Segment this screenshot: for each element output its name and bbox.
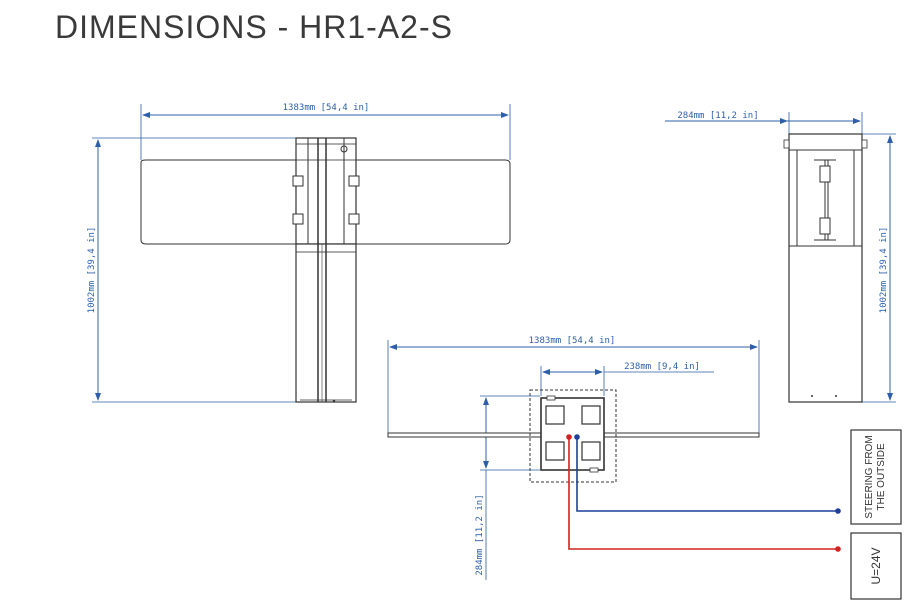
post-cell-top-right <box>581 405 601 425</box>
steering-wire <box>576 437 838 512</box>
steering-wire-start-dot <box>574 434 580 440</box>
power-label: U=24V <box>869 547 883 584</box>
steering-box: STEERING FROM THE OUTSIDE <box>850 429 902 525</box>
post-width-label: 238mm [9,4 in] <box>624 362 700 372</box>
post-cell-bottom-left <box>545 441 565 461</box>
left-arm <box>387 432 542 438</box>
steering-label-line2: THE OUTSIDE <box>876 443 887 511</box>
side-view: 284mm [11,2 in] 1002mm [39,4 in] <box>665 111 896 403</box>
power-wire <box>568 437 838 550</box>
steering-wire-end-dot <box>835 508 841 514</box>
steering-label-line1: STEERING FROM <box>864 435 875 518</box>
post-cell-bottom-right <box>581 441 601 461</box>
power-wire-start-dot <box>566 434 572 440</box>
side-height-label: 1002mm [39,4 in] <box>879 227 889 314</box>
left-wing <box>140 159 297 245</box>
screw-icon <box>340 145 348 153</box>
front-width-label: 1383mm [54,4 in] <box>283 103 370 113</box>
front-view: 1383mm [54,4 in] 1002mm [39,4 in] <box>87 101 511 403</box>
right-wing <box>355 159 511 245</box>
front-height-label: 1002mm [39,4 in] <box>87 227 97 314</box>
right-arm <box>603 432 760 438</box>
top-depth-label: 284mm [11,2 in] <box>475 494 485 575</box>
side-depth-label: 284mm [11,2 in] <box>677 111 758 121</box>
top-view: 1383mm [54,4 in] 238mm [9,4 in] 284mm [1… <box>387 333 841 580</box>
post-cell-top-left <box>545 405 565 425</box>
power-wire-end-dot <box>835 546 841 552</box>
footprint-outline <box>529 389 617 483</box>
top-width-label: 1383mm [54,4 in] <box>529 336 616 346</box>
power-box: U=24V <box>850 532 902 600</box>
page-title: DIMENSIONS - HR1-A2-S <box>55 9 453 45</box>
